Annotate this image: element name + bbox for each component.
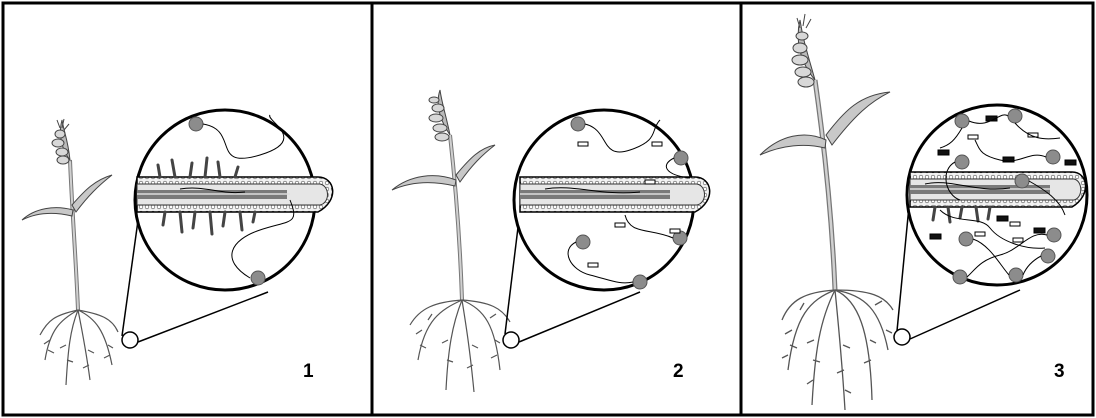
zoom-origin-circle (503, 332, 519, 348)
zoom-origin-circle (894, 329, 910, 345)
zoom-origin-circle (122, 332, 138, 348)
panel-2-label: 2 (673, 361, 684, 382)
root-cross-section-icon (910, 172, 1086, 207)
root-cross-section-icon (137, 177, 333, 212)
panel-3: 3 (741, 3, 1093, 415)
panel-3-label: 3 (1054, 361, 1065, 382)
panel-1-label: 1 (303, 361, 314, 382)
panel-1: 1 (3, 3, 372, 415)
root-cross-section-icon (520, 177, 710, 212)
magnified-root-view (907, 105, 1087, 285)
panel-2: 2 (372, 3, 741, 415)
